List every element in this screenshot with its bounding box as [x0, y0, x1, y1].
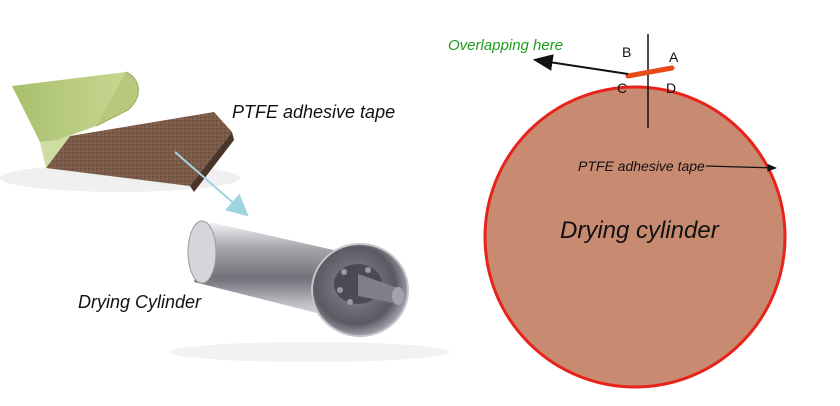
tape-edge-arrow [705, 163, 777, 172]
overlap-label: Overlapping here [448, 37, 563, 54]
overlap-tape-segment [625, 65, 675, 79]
right-diagram: Overlapping here B A C D PTFE adhesive t… [448, 34, 787, 389]
right-cylinder-label: Drying cylinder [560, 217, 720, 244]
ptfe-tape-sheet [0, 71, 240, 192]
left-illustration: PTFE adhesive tape Drying Cylinder [0, 71, 450, 362]
drying-cylinder-circle [483, 85, 787, 389]
right-tape-label: PTFE adhesive tape [578, 158, 705, 174]
drying-cylinder-roller [170, 220, 450, 362]
point-c-label: C [617, 80, 627, 96]
left-cylinder-label: Drying Cylinder [78, 292, 202, 312]
tape-pointer-arrow [174, 151, 249, 217]
point-b-label: B [622, 44, 631, 60]
left-tape-label: PTFE adhesive tape [232, 102, 395, 122]
point-d-label: D [666, 80, 676, 96]
overlap-pointer-arrow [532, 54, 629, 75]
point-a-label: A [669, 49, 679, 65]
